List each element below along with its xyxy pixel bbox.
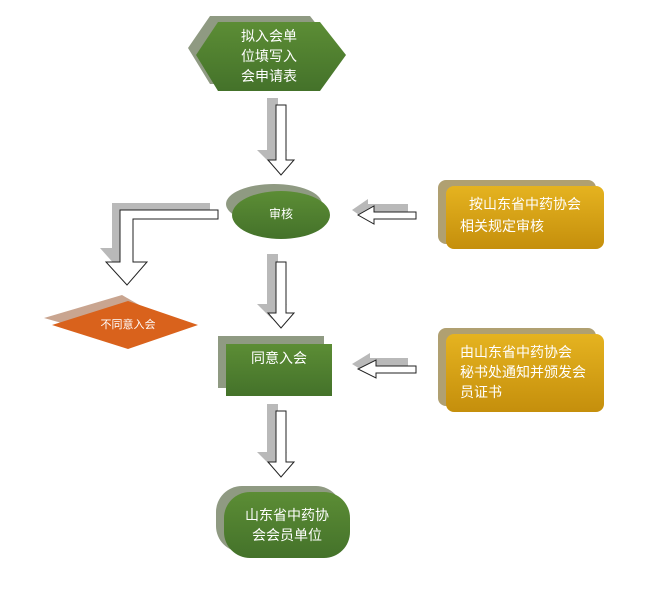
arrow-review-to-approve [257, 254, 296, 329]
review-rules-note [438, 180, 604, 249]
arrow-start-to-review [257, 98, 296, 176]
start-node-label: 拟入会单 位填写入 会申请表 [241, 29, 297, 85]
arrow-note-to-review [352, 199, 417, 225]
approve-node-label: 同意入会 [251, 351, 307, 367]
member-node-label: 山东省中药协 会会员单位 [245, 508, 329, 544]
arrow-note-to-approve [352, 353, 417, 379]
approve-rect-node [218, 336, 332, 396]
reject-node-label: 不同意入会 [100, 318, 156, 331]
reject-diamond-node [44, 295, 198, 349]
review-rules-note-label: 按山东省中药协会 相关规定审核 [460, 197, 581, 235]
notify-note [438, 328, 604, 412]
member-node [216, 486, 350, 558]
arrow-review-to-reject [100, 203, 219, 286]
review-ellipse-node [226, 184, 330, 239]
start-hexagon-node [188, 16, 346, 91]
notify-note-label: 由山东省中药协会 秘书处通知并颁发会 员证书 [460, 345, 586, 401]
review-node-label: 审核 [268, 207, 293, 221]
arrow-approve-to-member [257, 404, 296, 478]
